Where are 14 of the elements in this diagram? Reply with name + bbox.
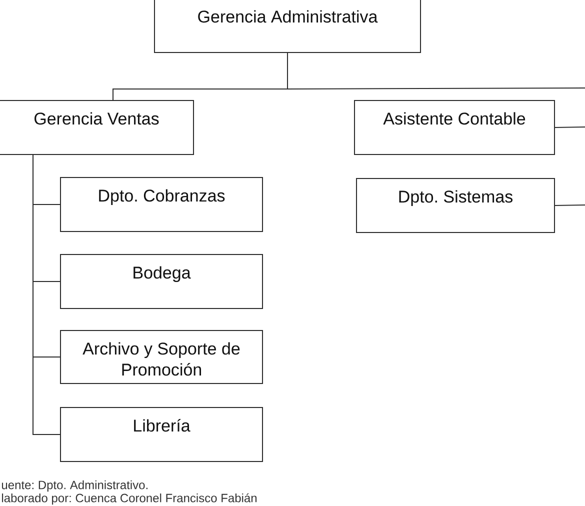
org-box: Librería — [60, 407, 263, 462]
connector-line — [32, 154, 60, 435]
org-box: Gerencia Ventas — [0, 100, 194, 155]
org-box: Dpto. Cobranzas — [60, 177, 263, 232]
org-box: Gerencia Administrativa — [154, 0, 421, 53]
connector-line — [554, 204, 585, 206]
connector-line — [554, 126, 585, 128]
org-box: Archivo y Soporte de Promoción — [60, 330, 263, 384]
org-box: Dpto. Sistemas — [356, 178, 555, 233]
source-note: uente: Dpto. Administrativo. — [2, 480, 148, 492]
connector-line — [287, 52, 585, 90]
org-box: Asistente Contable — [354, 100, 555, 155]
source-note: laborado por: Cuenca Coronel Francisco Fabián — [2, 493, 257, 505]
org-box: Bodega — [60, 254, 263, 309]
